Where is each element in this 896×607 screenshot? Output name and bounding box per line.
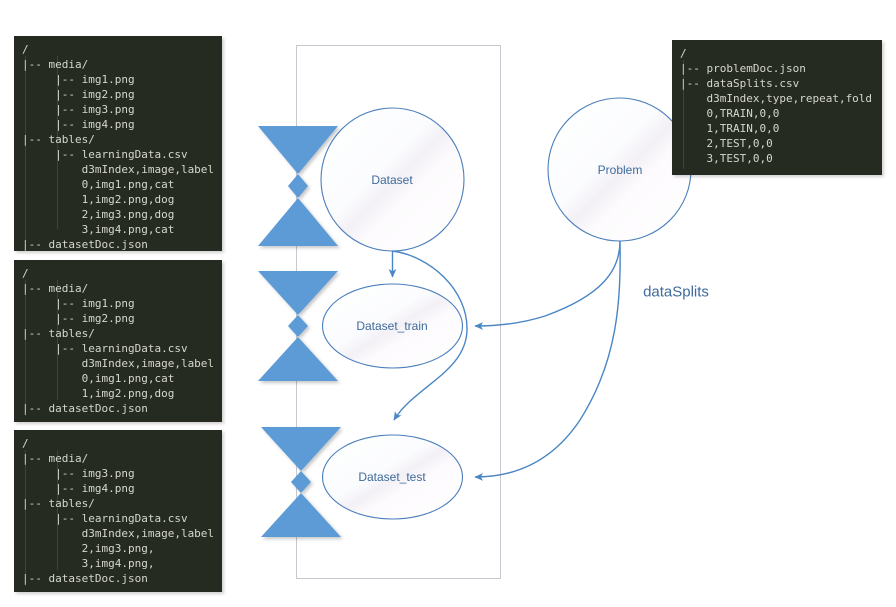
terminal-line: / — [22, 43, 29, 56]
terminal-line: |-- datasetDoc.json — [22, 238, 148, 251]
terminal-line: |-- img1.png — [22, 297, 135, 310]
terminal-line: |-- tables/ — [22, 133, 95, 146]
terminal-line: 1,img2.png,dog — [22, 387, 175, 400]
terminal-line: d3mIndex,image,label — [22, 357, 215, 370]
terminal-line: |-- tables/ — [22, 497, 95, 510]
terminal-problem-tree: / |-- problemDoc.json |-- dataSplits.csv d… — [672, 40, 882, 175]
terminal-line: d3mIndex,image,label — [22, 163, 215, 176]
chevron-arrow-dataset-train — [258, 271, 338, 381]
terminal-line: |-- img3.png — [22, 103, 135, 116]
node-dataset-test-shape[interactable] — [321, 434, 464, 520]
terminal-line: d3mIndex,type,repeat,fold — [680, 92, 873, 105]
terminal-line: |-- datasetDoc.json — [22, 402, 148, 415]
chevron-arrow-dataset — [258, 126, 338, 246]
terminal-dataset-train-tree: / |-- media/ |-- img1.png |-- img2.png |--… — [14, 260, 222, 422]
terminal-line: 2,TEST,0,0 — [680, 137, 773, 150]
terminal-line: |-- learningData.csv — [22, 148, 188, 161]
terminal-line: |-- img2.png — [22, 88, 135, 101]
terminal-line: 1,img2.png,dog — [22, 193, 175, 206]
terminal-line: |-- img1.png — [22, 73, 135, 86]
edge-dataset-to-test — [392, 250, 468, 421]
terminal-line: / — [22, 267, 29, 280]
terminal-line: |-- img4.png — [22, 118, 135, 131]
edge-problem-to-test — [474, 240, 621, 481]
terminal-line: |-- img3.png — [22, 467, 135, 480]
terminal-line: |-- tables/ — [22, 327, 95, 340]
terminal-line: 0,img1.png,cat — [22, 178, 175, 191]
node-dataset-shape[interactable] — [320, 107, 465, 252]
terminal-line: / — [22, 437, 29, 450]
terminal-line: |-- learningData.csv — [22, 512, 188, 525]
terminal-line: 3,TEST,0,0 — [680, 152, 773, 165]
terminal-dataset-test-tree: / |-- media/ |-- img3.png |-- img4.png |--… — [14, 430, 222, 592]
terminal-line: 2,img3.png,dog — [22, 208, 175, 221]
terminal-line: 2,img3.png, — [22, 542, 155, 555]
node-dataset-train-shape[interactable] — [321, 283, 464, 369]
terminal-line: |-- media/ — [22, 58, 89, 71]
terminal-line: |-- media/ — [22, 282, 89, 295]
terminal-line: 1,TRAIN,0,0 — [680, 122, 780, 135]
chevron-arrow-dataset-test — [261, 427, 341, 537]
edge-label-datasplits: dataSplits — [643, 283, 709, 301]
edge-problem-to-train — [474, 240, 621, 330]
terminal-line: |-- img4.png — [22, 482, 135, 495]
terminal-line: 0,img1.png,cat — [22, 372, 175, 385]
terminal-line: |-- media/ — [22, 452, 89, 465]
node-problem-shape[interactable] — [547, 97, 692, 242]
terminal-line: |-- img2.png — [22, 312, 135, 325]
terminal-line: |-- dataSplits.csv — [680, 77, 800, 90]
terminal-line: 0,TRAIN,0,0 — [680, 107, 780, 120]
terminal-line: d3mIndex,image,label — [22, 527, 215, 540]
terminal-line: / — [680, 47, 687, 60]
terminal-line: |-- problemDoc.json — [680, 62, 806, 75]
terminal-dataset-tree: / |-- media/ |-- img1.png |-- img2.png |-… — [14, 36, 222, 251]
terminal-line: 3,img4.png, — [22, 557, 155, 570]
terminal-line: |-- learningData.csv — [22, 342, 188, 355]
terminal-line: 3,img4.png,cat — [22, 223, 175, 236]
terminal-line: |-- datasetDoc.json — [22, 572, 148, 585]
